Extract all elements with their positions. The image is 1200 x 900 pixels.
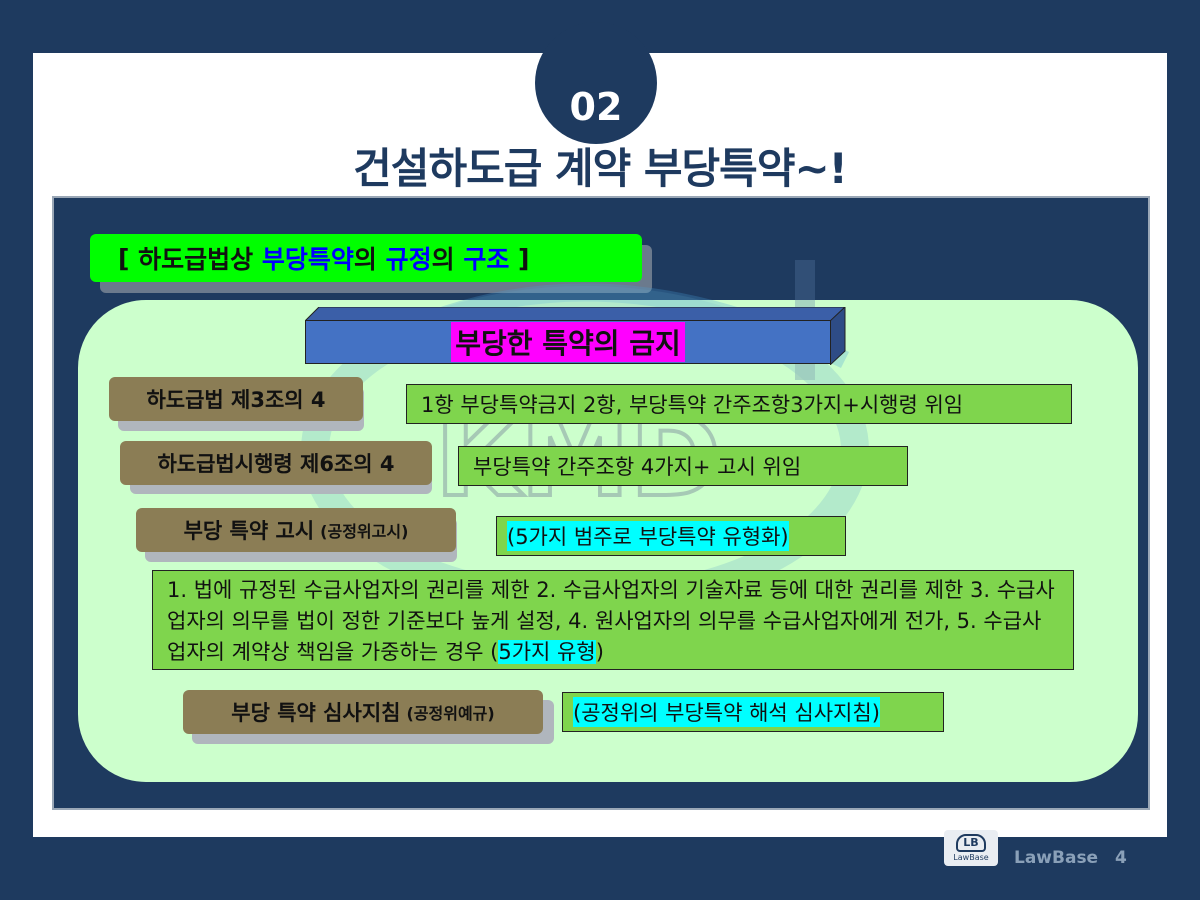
section-number-badge: 02 [535,22,657,144]
desc-notice: (5가지 범주로 부당특약 유형화) [496,516,846,556]
slide-title: 건설하도급 계약 부당특약~! [353,144,848,193]
tag-label: 하도급법시행령 제6조의 4 [157,452,395,476]
subheading-bracket-open: [ [118,243,139,273]
tag-label-small: (공정위예규) [406,704,495,723]
tag-label-small: (공정위고시) [320,522,409,541]
footer-brand: LawBase [1014,848,1099,868]
subheading: [ 하도급법상 부당특약 의 규정 의 구조 ] [90,234,642,282]
long-desc-highlight: 5가지 유형 [498,640,596,664]
subheading-part6: 구조 [463,245,510,274]
desc-text-highlight: (공정위의 부당특약 해석 심사지침) [573,697,880,727]
banner-label: 부당한 특약의 금지 [451,322,685,362]
desc-text-highlight: (5가지 범주로 부당특약 유형화) [507,521,789,551]
section-number: 02 [569,85,623,129]
desc-text: 1항 부당특약금지 2항, 부당특약 간주조항3가지+시행령 위임 [421,393,964,417]
subheading-part3: 의 [353,245,386,274]
long-desc-close: ) [595,640,604,664]
logo-mark: LB [956,834,986,852]
banner-side-face [830,307,846,365]
logo-subtext: LawBase [953,853,989,862]
tag-label: 하도급법 제3조의 4 [146,388,326,412]
tag-article-3-4: 하도급법 제3조의 4 [109,377,363,421]
subheading-part2: 부당특약 [261,245,354,274]
subheading-bracket-close: ] [509,243,530,273]
lawbase-logo-icon: LB LawBase [944,830,998,866]
desc-guidelines: (공정위의 부당특약 해석 심사지침) [562,692,944,732]
tag-label: 부당 특약 심사지침 [231,701,401,725]
tag-decree-6-4: 하도급법시행령 제6조의 4 [120,441,432,485]
long-desc-text: 1. 법에 규정된 수급사업자의 권리를 제한 2. 수급사업자의 기술자료 등… [167,578,1055,664]
subheading-part5: 의 [431,245,464,274]
prohibition-banner: 부당한 특약의 금지 [305,320,831,364]
page-number: 4 [1115,848,1127,868]
notice-five-types-desc: 1. 법에 규정된 수급사업자의 권리를 제한 2. 수급사업자의 기술자료 등… [152,570,1074,670]
desc-article-3-4: 1항 부당특약금지 2항, 부당특약 간주조항3가지+시행령 위임 [406,384,1072,424]
subheading-part1: 하도급법상 [138,245,262,274]
subheading-part4: 규정 [385,245,432,274]
tag-notice: 부당 특약 고시 (공정위고시) [136,508,456,552]
banner-top-face [305,307,845,321]
tag-guidelines: 부당 특약 심사지침 (공정위예규) [183,690,543,734]
desc-text: 부당특약 간주조항 4가지+ 고시 위임 [473,455,802,479]
desc-decree-6-4: 부당특약 간주조항 4가지+ 고시 위임 [458,446,908,486]
tag-label: 부당 특약 고시 [183,519,315,543]
